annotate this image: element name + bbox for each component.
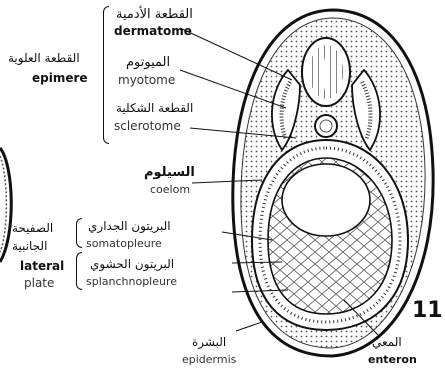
sclerotome-label-ar: القطعة الشكلية [116,102,193,114]
epidermis-label-en: epidermis [182,354,236,365]
enteron-label-en: enteron [368,354,417,365]
lateral-plate-label-en-2: plate [24,277,54,289]
lateral-plate-brace-splanch [76,252,82,290]
lateral-plate-brace-somato [76,218,82,248]
myotome-label-en: myotome [118,74,175,86]
epimere-brace [103,6,109,144]
somatopleure-label-ar: البريتون الجداري [88,220,171,232]
sclerotome-label-en: sclerotome [114,120,181,132]
gut-cavity [282,164,370,236]
figure-number: 11 [412,300,443,322]
notochord [315,115,337,137]
dermatome-label-ar: القطعة الأدمية [116,8,193,21]
dermatome-label-en: dermatome [114,25,192,37]
splanchnopleure-label-en: splanchnopleure [86,276,177,287]
lateral-plate-label-en-1: lateral [20,260,64,272]
coelom-label-ar: السيلوم [144,166,195,179]
myotome-label-ar: الميوتوم [126,56,170,69]
lateral-plate-label-ar-2: الجانبية [12,240,47,252]
epimere-label-en: epimere [32,72,88,84]
enteron-label-ar: المعي [372,336,402,348]
coelom-label-en: coelom [150,184,190,195]
somatopleure-label-en: somatopleure [86,238,162,249]
epimere-label-ar: القطعة العلوية [8,52,80,64]
splanchnopleure-label-ar: البريتون الحشوي [90,258,174,270]
lateral-plate-label-ar-1: الصفيحة [12,222,53,234]
epidermis-label-ar: البشرة [192,336,226,348]
